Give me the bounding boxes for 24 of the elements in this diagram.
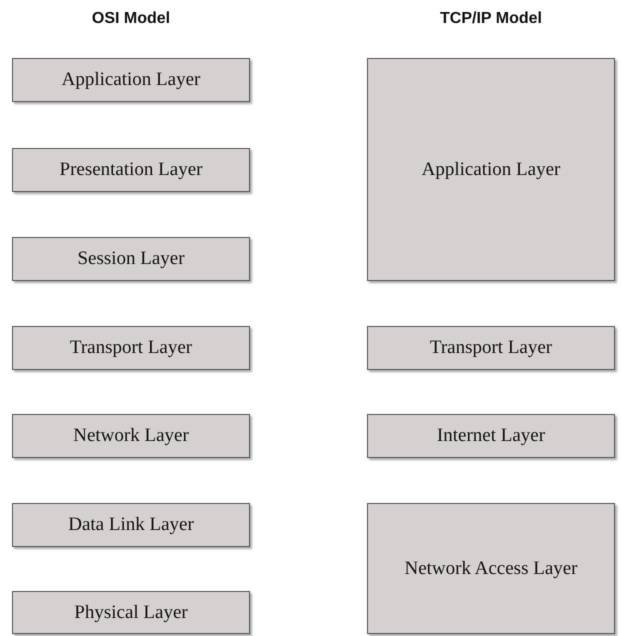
- column-heading: TCP/IP Model: [440, 10, 542, 28]
- layer-box: [12, 326, 250, 370]
- layer-name: Presentation Layer: [60, 159, 202, 181]
- layer-box: [367, 326, 615, 370]
- layer-box: [367, 414, 615, 458]
- layer-name: Physical Layer: [74, 602, 188, 624]
- column-heading: OSI Model: [92, 10, 170, 28]
- layer-name: Network Layer: [73, 425, 189, 447]
- layer-box: [12, 148, 250, 192]
- layer-name: Network Access Layer: [404, 558, 578, 580]
- layer-box: [367, 58, 615, 281]
- layer-name: Transport Layer: [70, 337, 192, 359]
- layer-box: [12, 414, 250, 458]
- layer-name: Application Layer: [62, 69, 200, 91]
- layer-name: Session Layer: [77, 248, 185, 270]
- layer-box: [12, 237, 250, 281]
- layer-name: Transport Layer: [430, 337, 552, 359]
- layer-box: [12, 591, 250, 634]
- layer-box: [12, 58, 250, 102]
- layer-box: [12, 503, 250, 547]
- layer-box: [367, 503, 615, 634]
- layer-name: Data Link Layer: [68, 514, 194, 536]
- layer-name: Application Layer: [422, 158, 560, 180]
- layer-name: Internet Layer: [436, 425, 546, 447]
